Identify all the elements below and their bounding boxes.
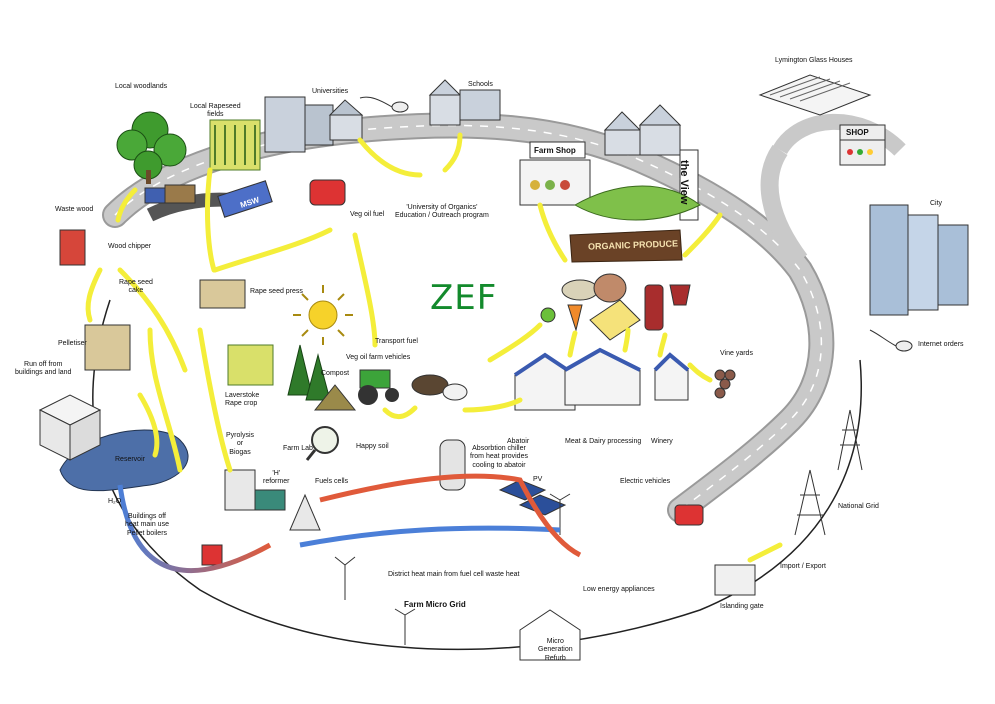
label-wood-chipper: Wood chipper: [108, 243, 152, 250]
truck-icon-msw: [217, 180, 273, 218]
label-vine-yards: Vine yards: [720, 350, 753, 357]
label-absorption-chiller: Absorbtion chiller from heat provides co…: [470, 445, 528, 469]
water-pipe: [117, 484, 272, 574]
label-local-rapeseed: Local Rapeseed fields: [190, 103, 241, 119]
runoff-cube-icon: [38, 394, 102, 461]
compost-icon: [313, 384, 357, 411]
mouse-icon-internet: [869, 329, 913, 352]
pyrolysis-icon: [224, 469, 256, 511]
view-sign: the View: [678, 160, 690, 205]
absorption-chiller-icon: [439, 439, 466, 491]
houses-icon: [603, 104, 682, 156]
pelletiser-icon: [84, 324, 131, 371]
car-icon-red: [309, 179, 346, 206]
label-pv: PV: [533, 476, 543, 483]
label-h2o: H₂O: [108, 498, 122, 505]
pellet-boiler-icon: [201, 544, 223, 566]
label-pyrolysis: Pyrolysis or Biogas: [226, 432, 255, 456]
label-district-heat: District heat main from fuel cell waste …: [388, 571, 520, 578]
organic-banner: [569, 229, 683, 263]
label-local-woodlands: Local woodlands: [115, 83, 168, 90]
label-islanding-gate: Islanding gate: [720, 603, 764, 610]
barns-icon: [513, 347, 690, 411]
tractor-icon: [358, 369, 399, 405]
farm-shop-sign: Farm Shop: [534, 146, 576, 155]
pylon-icon-2: [794, 469, 826, 536]
hot-pipe: [319, 473, 582, 558]
produce-icon: [540, 273, 691, 341]
page-title: ZEF: [430, 278, 498, 318]
label-pelletiser: Pelletiser: [58, 340, 87, 347]
label-universities: Universities: [312, 88, 349, 95]
micro-grid-title: Farm Micro Grid: [404, 600, 466, 609]
picnic-field-icon: [573, 185, 701, 221]
label-winery: Winery: [651, 438, 673, 445]
label-laverstoke: Laverstoke Rape crop: [225, 392, 260, 408]
electric-car-icon: [674, 504, 704, 526]
rape-seed-press-icon: [199, 279, 246, 309]
label-abatoir: Abatoir: [507, 438, 530, 445]
label-micro-generation: Micro Generation Refurb: [538, 638, 573, 662]
label-compost: Compost: [321, 370, 350, 377]
pylon-icon-1: [837, 409, 863, 471]
magnifier-icon: [305, 426, 339, 461]
city-icon: [869, 204, 969, 316]
label-runoff: Run off from buildings and land: [15, 361, 72, 377]
mouse-icon-schools: [359, 96, 409, 113]
shop-icon: [839, 124, 886, 166]
label-reservoir: Reservoir: [115, 456, 145, 463]
farm-shop-icon: [519, 141, 591, 206]
micro-gen-house-icon: [519, 609, 581, 661]
flow-arrows: [85, 132, 783, 563]
road-to-shop: [760, 145, 808, 266]
label-meat-dairy: Meat & Dairy processing: [565, 438, 642, 445]
shop-sign: SHOP: [846, 128, 869, 137]
universities-icon: [264, 96, 364, 153]
schools-icon: [428, 79, 501, 126]
label-rape-seed-cake: Rape seed cake: [119, 279, 153, 295]
truck-icon-wood: [144, 184, 196, 204]
sun-icon: [293, 285, 353, 345]
sheep-icon: [442, 383, 468, 401]
label-university-of-organics: 'University of Organics' Education / Out…: [395, 204, 489, 220]
label-low-energy: Low energy appliances: [583, 586, 655, 593]
label-city: City: [930, 200, 943, 207]
label-internet-orders: Internet orders: [918, 341, 964, 348]
label-transport-fuel: Transport fuel: [375, 338, 418, 345]
label-national-grid: National Grid: [838, 503, 879, 510]
label-buildings-off: Buildings off heat main use Pellet boile…: [125, 513, 169, 537]
wind-turbine-icon-1: [334, 556, 356, 600]
wind-turbine-icon-2: [394, 608, 416, 645]
wood-chipper-icon: [59, 229, 86, 266]
label-schools: Schools: [468, 81, 493, 88]
label-h-reformer: 'H' reformer: [263, 470, 290, 486]
islanding-gate-icon: [714, 564, 756, 596]
label-import-export: Import / Export: [780, 563, 826, 570]
grapes-icon: [714, 369, 736, 399]
label-veg-oil-fuel: Veg oil fuel: [350, 211, 385, 218]
label-fuel-cells: Fuels cells: [315, 478, 349, 485]
label-electric-vehicles: Electric vehicles: [620, 478, 671, 485]
cold-pipe: [299, 525, 561, 548]
label-happy-soil: Happy soil: [356, 443, 389, 450]
label-rape-seed-press: Rape seed press: [250, 288, 303, 295]
laverstoke-crop-icon: [227, 344, 274, 386]
label-lymington: Lymington Glass Houses: [775, 57, 853, 64]
fuel-cell-icon: [289, 493, 321, 531]
woodlands-icon: [116, 111, 187, 184]
glasshouses-icon: [758, 74, 872, 116]
rapeseed-fields-icon: [209, 119, 261, 171]
label-farm-lab: Farm Lab: [283, 445, 313, 452]
label-waste-wood: Waste wood: [55, 206, 94, 213]
label-veg-oil-vehicles: Veg oil farm vehicles: [346, 354, 411, 361]
pine-trees-icon: [287, 344, 313, 396]
h-reformer-icon: [254, 489, 286, 511]
